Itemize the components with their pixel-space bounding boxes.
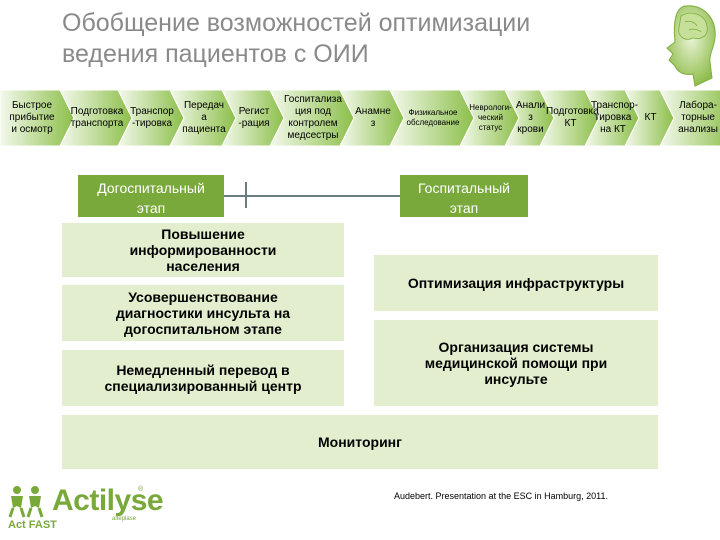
process-step-line: Транспор <box>130 106 174 117</box>
awareness-line-2: информированности <box>129 242 277 258</box>
awareness-line-3: населения <box>166 258 240 274</box>
awareness-box: Повышение информированности населения <box>62 223 344 277</box>
phase-connector-line <box>224 195 400 197</box>
monitoring-box: Мониторинг <box>62 415 658 469</box>
human-head-brain-icon <box>655 0 720 92</box>
prehospital-phase-box: Догоспитальный этап <box>78 175 224 217</box>
slide-title-line-2: ведения пациентов с ОИИ <box>62 40 369 68</box>
chevron-band-graphic <box>0 89 720 147</box>
monitoring-label: Мониторинг <box>318 434 402 450</box>
slide-title-line-1: Обобщение возможностей оптимизации <box>62 9 531 37</box>
process-step-line: Передач <box>183 100 225 111</box>
process-step-line: Регист <box>238 106 270 117</box>
process-step-line: Госпитализа <box>284 94 342 105</box>
transfer-box: Немедленный перевод в специализированный… <box>62 350 344 406</box>
process-step-line: анализы <box>678 124 718 135</box>
diagnostics-line-1: Усовершенствование <box>128 289 278 305</box>
process-step-line: КТ <box>564 118 577 129</box>
process-step-line: а <box>201 112 207 123</box>
process-step-line: пациента <box>182 124 226 135</box>
process-step-line: тировка <box>594 112 632 123</box>
care-system-box: Организация системы медицинской помощи п… <box>374 320 658 406</box>
care-system-line-2: медицинской помощи при <box>424 355 608 371</box>
hospital-phase-line-1: Госпитальный <box>418 180 510 196</box>
process-step-label: КТ <box>631 112 670 124</box>
process-step-line: обследование <box>406 118 460 127</box>
process-step-line: Физикальное <box>408 108 458 117</box>
care-system-line-1: Организация системы <box>438 339 594 355</box>
process-step-label: Регист-рация <box>228 106 280 130</box>
diagnostics-box: Усовершенствование диагностики инсульта … <box>62 285 344 341</box>
process-step-line: Транспор- <box>591 100 639 111</box>
hospital-phase-box: Госпитальный этап <box>400 175 528 217</box>
infrastructure-box: Оптимизация инфраструктуры <box>374 255 658 311</box>
process-step-line: транспорта <box>70 118 124 129</box>
process-step-line: Неврологи- <box>469 103 512 112</box>
process-step-line: КТ <box>644 112 657 123</box>
process-step-line: -тировка <box>131 118 173 129</box>
logo-registered-mark: ® <box>138 486 144 493</box>
diagnostics-line-3: догоспитальном этапе <box>124 321 282 337</box>
hospital-phase-line-2: этап <box>449 200 479 216</box>
process-step-line: статус <box>478 123 503 132</box>
citation-text: Audebert. Presentation at the ESC in Ham… <box>394 491 608 501</box>
people-figures-icon <box>8 486 44 518</box>
process-chevron <box>659 89 720 147</box>
prehospital-phase-line-2: этап <box>136 200 166 216</box>
process-step-line: ция под <box>294 106 332 117</box>
process-step-line: з <box>370 118 376 129</box>
process-step-line: Анамне <box>355 106 391 117</box>
process-step-line: и осмотр <box>11 124 53 135</box>
process-step-line: прибытие <box>9 112 55 123</box>
phase-divider-tick <box>245 182 247 208</box>
process-step-line: Анали <box>515 100 546 111</box>
slide-title: Обобщение возможностей оптимизации веден… <box>62 8 622 70</box>
diagnostics-line-2: диагностики инсульта на <box>115 305 291 321</box>
awareness-line-1: Повышение <box>161 226 245 242</box>
logo-tagline: Act FAST <box>8 519 57 531</box>
logo-wordmark: Actilyse <box>52 484 164 517</box>
process-step-line: на КТ <box>600 124 626 135</box>
transfer-line-1: Немедленный перевод в <box>116 362 290 378</box>
infrastructure-line-1: Оптимизация инфраструктуры <box>407 275 625 291</box>
process-step-line: з <box>528 112 533 123</box>
process-step-line: медсестры <box>287 130 339 141</box>
process-step-label: Транспор-тировка <box>124 106 180 130</box>
care-system-line-3: инсульте <box>484 371 548 387</box>
logo-subword: alteplase <box>112 516 137 522</box>
transfer-line-2: специализированный центр <box>104 378 302 394</box>
process-step-line: Подготовка <box>70 106 124 117</box>
prehospital-phase-line-1: Догоспитальный <box>97 180 205 196</box>
process-step-line: крови <box>517 124 544 135</box>
process-step-line: контролем <box>288 118 338 129</box>
process-step-line: -рация <box>238 118 270 129</box>
process-step-line: торные <box>681 112 715 123</box>
actilyse-logo: Actilyse ® alteplase Act FAST <box>8 484 164 534</box>
process-step-line: ческий <box>477 113 504 122</box>
process-step-line: Лабора- <box>679 100 717 111</box>
process-step-line: Быстрое <box>11 100 52 111</box>
process-step-line: Подготовка <box>546 106 599 117</box>
